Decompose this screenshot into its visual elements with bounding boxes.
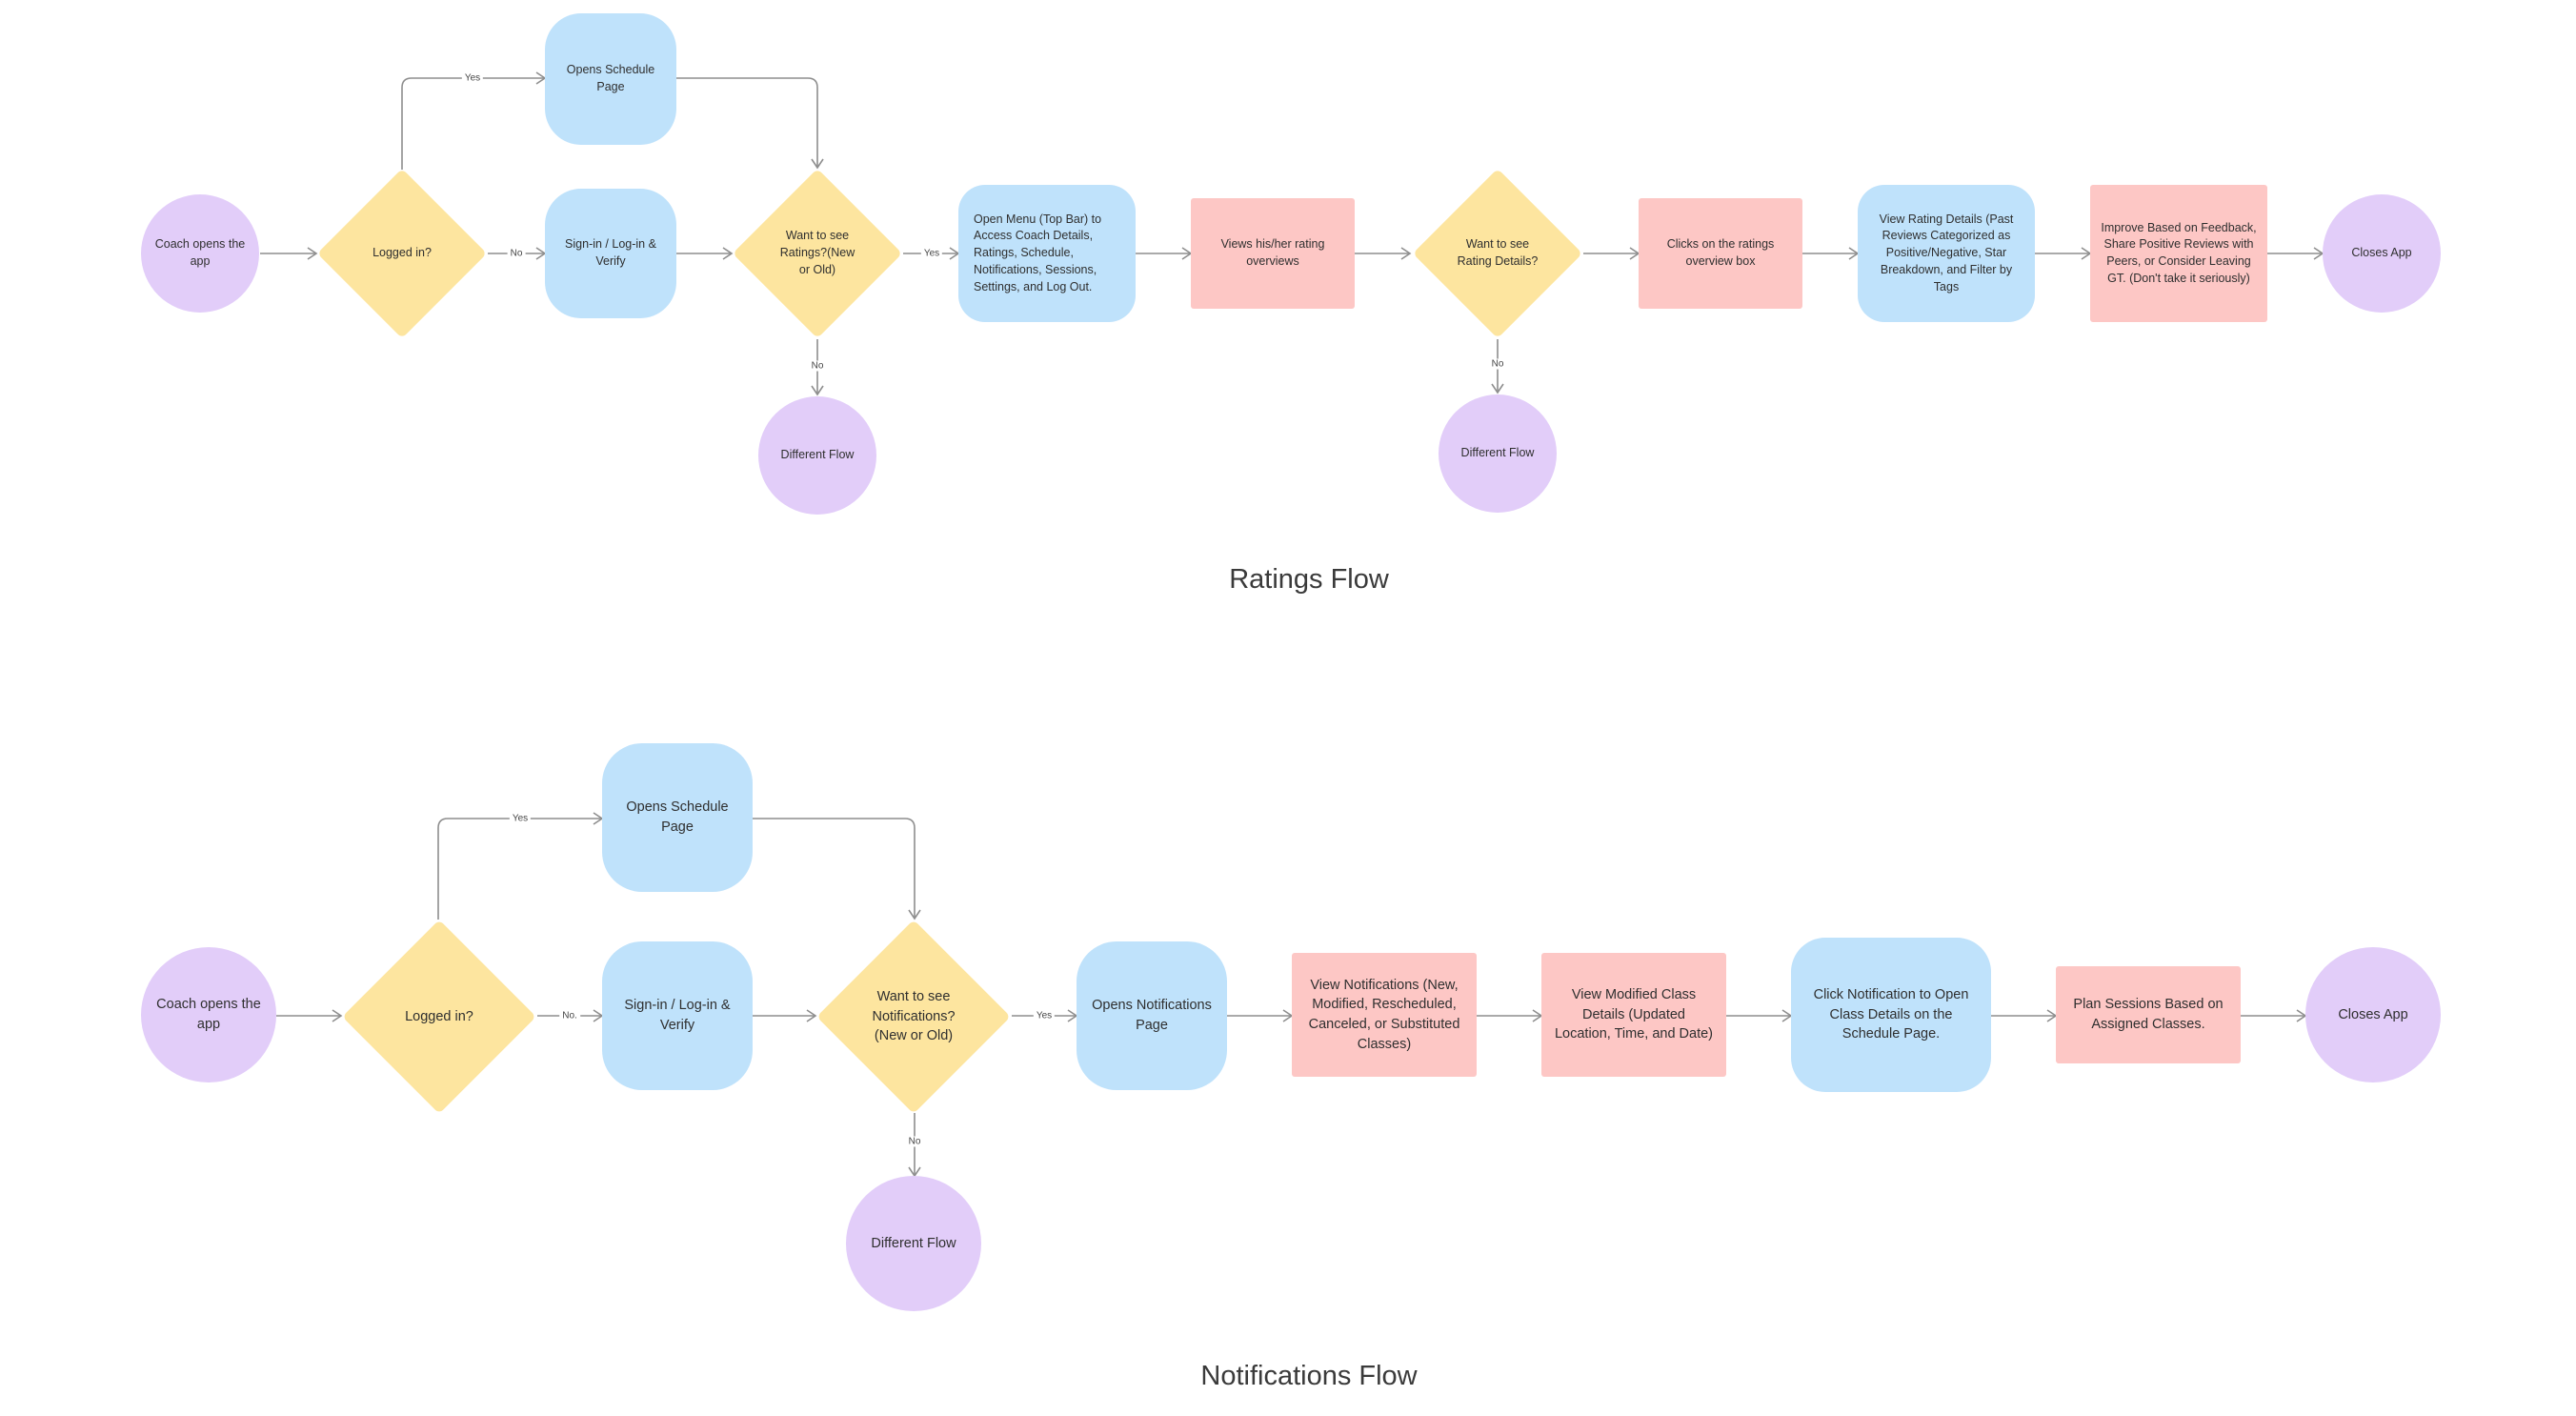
edge-logged-in-yes-to-schedule: [401, 71, 547, 170]
ratings-no-label-3: No: [1488, 358, 1507, 370]
notifications-start-node: Coach opens the app: [141, 947, 276, 1082]
ratings-different-flow-label-2: Different Flow: [1460, 446, 1535, 460]
notifications-plan-node: Plan Sessions Based on Assigned Classes.: [2056, 966, 2241, 1063]
ratings-signin-label: Sign-in / Log-in & Verify: [565, 237, 656, 268]
ratings-clicks-overview-node: Clicks on the ratings overview box: [1639, 198, 1802, 309]
notifications-view-modified-node: View Modified Class Details (Updated Loc…: [1541, 953, 1726, 1077]
notifications-flow-title: Notifications Flow: [1200, 1361, 1418, 1391]
ratings-different-flow-label-1: Different Flow: [780, 448, 855, 462]
notifications-signin-node: Sign-in / Log-in & Verify: [602, 941, 753, 1090]
notifications-opens-page-node: Opens Notifications Page: [1077, 941, 1227, 1090]
ratings-want-ratings-decision: Want to see Ratings?(New or Old): [732, 168, 903, 339]
ratings-logged-in-label: Logged in?: [372, 246, 432, 260]
notifications-logged-in-decision: Logged in?: [341, 919, 537, 1115]
ratings-closes-label: Closes App: [2351, 246, 2412, 260]
ratings-open-menu-label: Open Menu (Top Bar) to Access Coach Deta…: [974, 212, 1102, 293]
notifications-different-flow-node: Different Flow: [846, 1176, 981, 1311]
notifications-click-node: Click Notification to Open Class Details…: [1791, 938, 1991, 1092]
ratings-flow-title: Ratings Flow: [1229, 564, 1389, 595]
ratings-start-label: Coach opens the app: [154, 237, 246, 268]
ratings-improve-label: Improve Based on Feedback, Share Positiv…: [2101, 220, 2257, 285]
ratings-view-details-node: View Rating Details (Past Reviews Catego…: [1858, 185, 2035, 322]
ratings-signin-node: Sign-in / Log-in & Verify: [545, 189, 676, 318]
ratings-want-details-decision: Want to see Rating Details?: [1412, 168, 1583, 339]
ratings-improve-node: Improve Based on Feedback, Share Positiv…: [2090, 185, 2267, 322]
notifications-schedule-label: Opens Schedule Page: [626, 799, 729, 835]
notifications-logged-in-label: Logged in?: [405, 1008, 473, 1024]
ratings-open-menu-node: Open Menu (Top Bar) to Access Coach Deta…: [958, 185, 1136, 322]
ratings-logged-in-decision: Logged in?: [316, 168, 488, 339]
edge-n-schedule-to-want-notifications: [753, 818, 921, 920]
notifications-different-flow-label: Different Flow: [871, 1235, 956, 1251]
edge-schedule-to-want-ratings: [676, 77, 824, 170]
notifications-plan-label: Plan Sessions Based on Assigned Classes.: [2073, 997, 2224, 1032]
notifications-view-notifications-node: View Notifications (New, Modified, Resch…: [1292, 953, 1477, 1077]
ratings-want-ratings-label: Want to see Ratings?(New or Old): [779, 229, 855, 276]
ratings-want-details-label: Want to see Rating Details?: [1457, 237, 1539, 268]
ratings-schedule-node: Opens Schedule Page: [545, 13, 676, 145]
notifications-closes-node: Closes App: [2305, 947, 2441, 1082]
notifications-view-modified-label: View Modified Class Details (Updated Loc…: [1554, 987, 1714, 1042]
notifications-want-label: Want to see Notifications? (New or Old): [872, 989, 956, 1044]
notifications-schedule-node: Opens Schedule Page: [602, 743, 753, 892]
notifications-view-notifications-label: View Notifications (New, Modified, Resch…: [1308, 977, 1460, 1052]
ratings-yes-label: Yes: [461, 72, 484, 84]
ratings-views-overviews-label: Views his/her rating overviews: [1220, 237, 1325, 268]
ratings-yes-label-2: Yes: [920, 248, 943, 259]
ratings-start-node: Coach opens the app: [141, 194, 259, 313]
ratings-no-label-2: No: [808, 360, 827, 372]
notifications-no-label-1: No.: [559, 1010, 580, 1022]
ratings-different-flow-node-1: Different Flow: [758, 396, 876, 515]
ratings-views-overviews-node: Views his/her rating overviews: [1191, 198, 1355, 309]
notifications-no-label-2: No: [905, 1136, 924, 1147]
edge-n-logged-in-yes-to-schedule: [437, 812, 604, 920]
notifications-closes-label: Closes App: [2338, 1006, 2408, 1022]
notifications-yes-label-2: Yes: [1033, 1010, 1056, 1022]
notifications-want-decision: Want to see Notifications? (New or Old): [815, 919, 1012, 1115]
ratings-closes-node: Closes App: [2323, 194, 2441, 313]
ratings-schedule-label: Opens Schedule Page: [566, 63, 655, 93]
notifications-opens-page-label: Opens Notifications Page: [1092, 998, 1212, 1033]
notifications-click-label: Click Notification to Open Class Details…: [1813, 987, 1969, 1042]
ratings-clicks-overview-label: Clicks on the ratings overview box: [1666, 237, 1775, 268]
ratings-view-details-label: View Rating Details (Past Reviews Catego…: [1879, 212, 2014, 293]
ratings-no-label-1: No: [507, 248, 526, 259]
notifications-yes-label: Yes: [509, 813, 532, 824]
notifications-signin-label: Sign-in / Log-in & Verify: [624, 998, 731, 1033]
notifications-start-label: Coach opens the app: [156, 997, 261, 1032]
ratings-different-flow-node-2: Different Flow: [1439, 394, 1557, 513]
